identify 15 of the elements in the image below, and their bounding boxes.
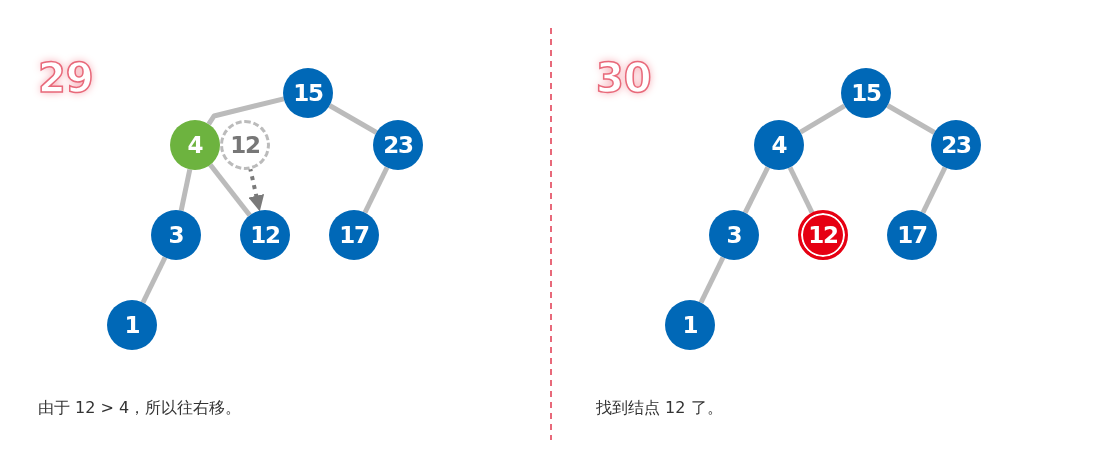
- tree-edge: [799, 103, 846, 135]
- tree-edge: [698, 256, 726, 304]
- tree-edge: [742, 166, 771, 214]
- step-number: 30: [596, 54, 652, 102]
- caption-text: 找到结点 12 了。: [596, 397, 723, 419]
- tree-edge: [362, 166, 390, 214]
- tree-edge: [208, 163, 252, 217]
- tree-edge: [140, 256, 168, 304]
- tree-edge: [886, 103, 936, 135]
- caption-text: 由于 12 > 4，所以往右移。: [38, 397, 242, 419]
- step-number: 29: [38, 54, 94, 102]
- tree-edge: [178, 169, 193, 211]
- tree-edge: [920, 166, 948, 214]
- tree-edge: [328, 103, 378, 135]
- tree-edge: [206, 96, 285, 126]
